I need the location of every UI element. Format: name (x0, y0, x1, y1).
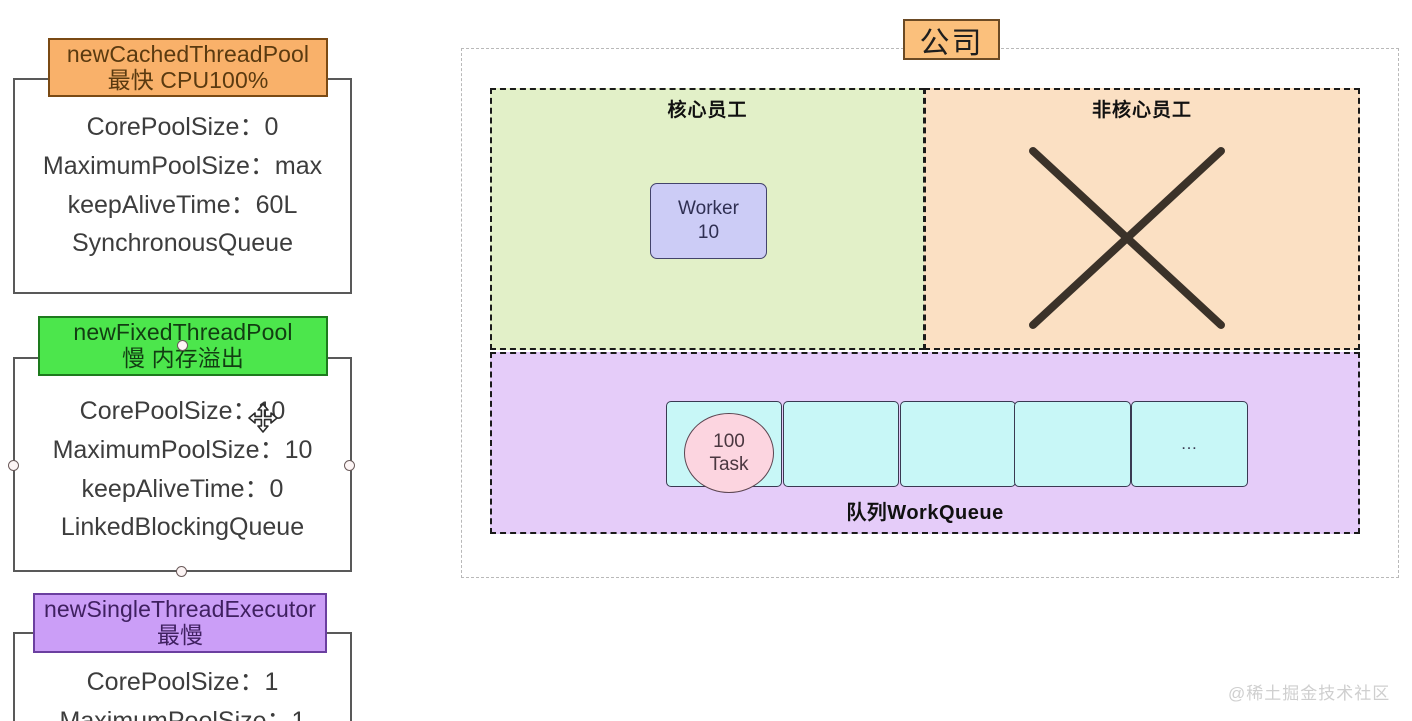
selection-handle-left[interactable] (8, 460, 19, 471)
worker-label: Worker (678, 198, 739, 220)
pool-param-line: MaximumPoolSize：1 (59, 706, 306, 721)
work-queue-label: 队列WorkQueue (846, 502, 1004, 524)
pool-param-line: keepAliveTime：60L (67, 190, 298, 219)
selection-handle-bottom[interactable] (176, 566, 187, 577)
pool-header-subtitle: 最慢 (156, 622, 204, 648)
pool-param-line: CorePoolSize：0 (86, 113, 279, 141)
pool-card-body (13, 78, 352, 294)
queue-cell-ellipsis[interactable]: … (1131, 401, 1248, 487)
selection-handle-right[interactable] (344, 460, 355, 471)
core-employees-title: 核心员工 (667, 100, 748, 121)
pool-param-line: keepAliveTime：0 (81, 474, 284, 503)
pool-param-line: MaximumPoolSize：max (42, 151, 323, 180)
noncore-cross-icon (1028, 146, 1226, 330)
task-unit: Task (709, 454, 749, 475)
task-count-bubble: 100 Task (684, 413, 774, 493)
pool-param-line: LinkedBlockingQueue (60, 513, 305, 542)
move-cursor-icon (248, 403, 278, 433)
pool-card-params: CorePoolSize：10 MaximumPoolSize：10 keepA… (13, 392, 352, 547)
pool-param-line: MaximumPoolSize：10 (52, 435, 313, 464)
noncore-employees-title: 非核心员工 (1091, 100, 1192, 121)
pool-header-title: newSingleThreadExecutor (43, 596, 317, 623)
pool-param-line: SynchronousQueue (72, 229, 293, 258)
task-count: 100 (713, 430, 745, 452)
pool-card-header-single[interactable]: newSingleThreadExecutor 最慢 (33, 593, 327, 653)
pool-card-params: CorePoolSize：0 MaximumPoolSize：max keepA… (13, 108, 352, 263)
queue-cell[interactable] (783, 401, 899, 487)
pool-card-params: CorePoolSize：1 MaximumPoolSize：1 (13, 663, 352, 721)
pool-header-subtitle: 最快 CPU100% (107, 66, 269, 93)
watermark: @稀土掘金技术社区 (1228, 684, 1391, 703)
pool-card-header-cached[interactable]: newCachedThreadPool 最快 CPU100% (48, 38, 328, 97)
company-title-badge: 公司 (903, 19, 1000, 60)
company-title-label: 公司 (919, 26, 984, 60)
selection-handle-top[interactable] (177, 340, 188, 351)
pool-param-line: CorePoolSize：1 (86, 668, 279, 696)
worker-count: 10 (697, 222, 720, 243)
pool-header-title: newCachedThreadPool (66, 40, 310, 67)
worker-box[interactable]: Worker 10 (650, 183, 767, 259)
queue-cell[interactable] (900, 401, 1016, 487)
queue-cell[interactable] (1014, 401, 1131, 487)
queue-cell-ellipsis-label: … (1180, 434, 1199, 453)
